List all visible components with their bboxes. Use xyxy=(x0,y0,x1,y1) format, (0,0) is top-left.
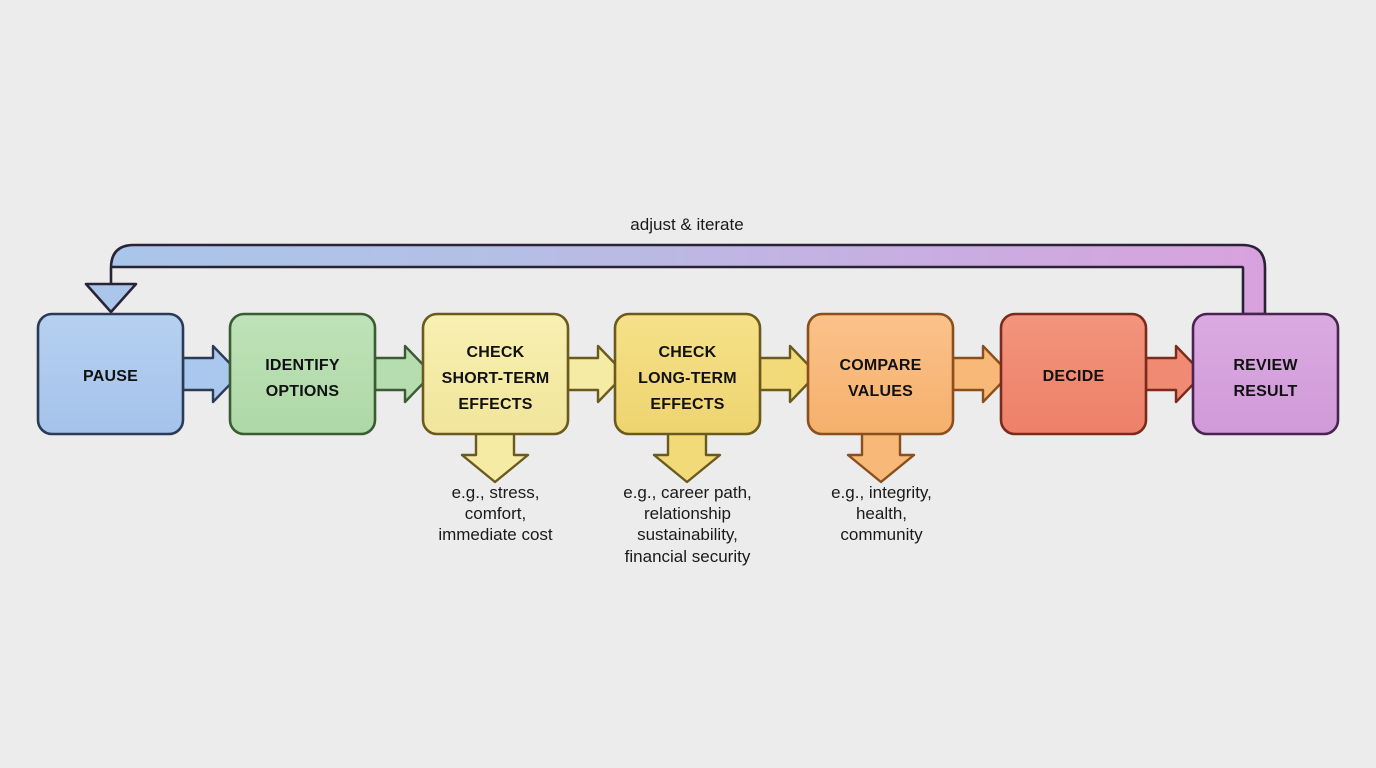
node-check-short-term-effects-label-line-2: SHORT-TERM xyxy=(442,370,550,387)
note-compare-values-line-2: health, xyxy=(856,504,907,523)
node-decide[interactable]: DECIDE xyxy=(999,312,1148,436)
node-compare-values[interactable]: COMPARE VALUES xyxy=(806,312,955,436)
connector-compare-to-decide xyxy=(951,344,1012,404)
note-arrow-long-term xyxy=(652,428,722,484)
connector-identify-to-short-term xyxy=(373,344,434,404)
loop-label: adjust & iterate xyxy=(630,215,743,234)
note-compare-values-line-3: community xyxy=(840,525,923,544)
note-compare-values-line-1: e.g., integrity, xyxy=(831,483,932,502)
node-review-result-shape[interactable] xyxy=(1191,312,1340,436)
node-check-short-term-effects-label-line-1: CHECK xyxy=(467,344,525,361)
node-review-result[interactable]: REVIEW RESULT xyxy=(1191,312,1340,436)
node-check-long-term-effects-shape[interactable] xyxy=(613,312,762,436)
node-review-result-label-line-2: RESULT xyxy=(1233,383,1297,400)
note-short-term-line-3: immediate cost xyxy=(438,525,553,544)
node-check-short-term-effects-shape[interactable] xyxy=(421,312,570,436)
note-arrow-compare-values xyxy=(846,428,916,484)
node-pause-shape[interactable] xyxy=(36,312,185,436)
node-identify-options-shape[interactable] xyxy=(228,312,377,436)
note-short-term-effects: e.g., stress, comfort, immediate cost xyxy=(438,483,553,544)
node-identify-options[interactable]: IDENTIFY OPTIONS xyxy=(228,312,377,436)
note-long-term-line-2: relationship xyxy=(644,504,731,523)
node-compare-values-label-line-2: VALUES xyxy=(848,383,913,400)
feedback-loop-arrow xyxy=(84,243,1267,316)
node-identify-options-label-line-2: OPTIONS xyxy=(266,383,340,400)
connector-decide-to-review xyxy=(1144,344,1205,404)
note-long-term-line-4: financial security xyxy=(625,547,751,566)
connector-short-term-to-long-term xyxy=(566,344,627,404)
node-compare-values-shape[interactable] xyxy=(806,312,955,436)
node-identify-options-label-line-1: IDENTIFY xyxy=(265,357,340,374)
node-check-long-term-effects-label-line-2: LONG-TERM xyxy=(638,370,737,387)
note-arrow-short-term xyxy=(460,428,530,484)
node-pause[interactable]: PAUSE xyxy=(36,312,185,436)
note-long-term-line-1: e.g., career path, xyxy=(623,483,752,502)
connector-long-term-to-compare xyxy=(758,344,819,404)
connector-pause-to-identify xyxy=(181,344,242,404)
node-decide-label-line-1: DECIDE xyxy=(1043,368,1105,385)
note-long-term-effects: e.g., career path, relationship sustaina… xyxy=(623,483,752,566)
node-compare-values-label-line-1: COMPARE xyxy=(840,357,922,374)
note-compare-values: e.g., integrity, health, community xyxy=(831,483,932,544)
node-check-long-term-effects-label-line-3: EFFECTS xyxy=(650,396,724,413)
note-long-term-line-3: sustainability, xyxy=(637,525,738,544)
node-pause-label-line-1: PAUSE xyxy=(83,368,138,385)
node-check-long-term-effects-label-line-1: CHECK xyxy=(659,344,717,361)
note-short-term-line-2: comfort, xyxy=(465,504,526,523)
node-review-result-label-line-1: REVIEW xyxy=(1233,357,1298,374)
node-decide-shape[interactable] xyxy=(999,312,1148,436)
node-check-short-term-effects[interactable]: CHECK SHORT-TERM EFFECTS xyxy=(421,312,570,436)
node-check-short-term-effects-label-line-3: EFFECTS xyxy=(458,396,532,413)
note-short-term-line-1: e.g., stress, xyxy=(452,483,540,502)
loop-band-path xyxy=(84,243,1267,316)
node-check-long-term-effects[interactable]: CHECK LONG-TERM EFFECTS xyxy=(613,312,762,436)
